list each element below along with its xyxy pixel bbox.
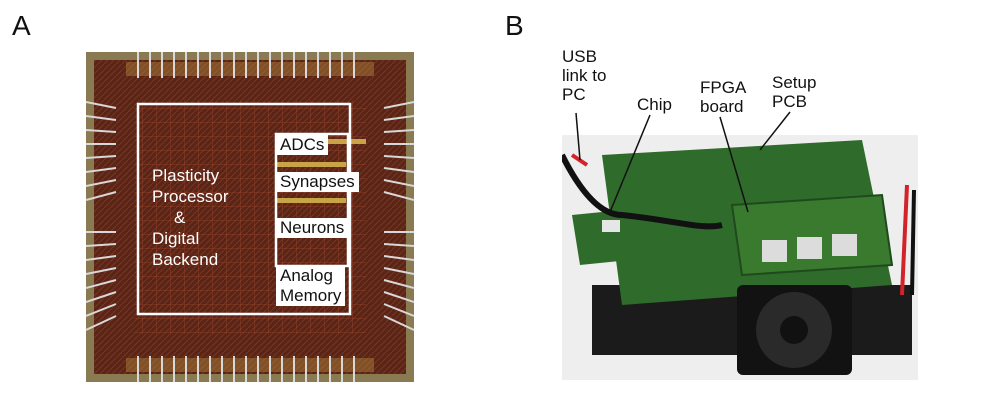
usb-callout-line: PC	[562, 85, 586, 104]
panel-label-b: B	[505, 10, 524, 41]
usb-callout-line: link to	[562, 66, 607, 85]
usb-callout-line: USB	[562, 47, 597, 66]
core-label-line: Backend	[152, 250, 219, 269]
analog-memory-line: Memory	[280, 286, 342, 305]
fpga-board-callout: FPGA board	[700, 78, 746, 116]
synapses-label: Synapses	[276, 172, 359, 192]
setup-callout-line: Setup	[772, 73, 817, 92]
neurons-label: Neurons	[276, 218, 349, 238]
core-label-line: &	[174, 208, 186, 227]
chip-die-photo	[86, 52, 414, 382]
analog-memory-label: Analog Memory	[276, 266, 346, 306]
chip-callout: Chip	[637, 95, 672, 114]
usb-link-callout: USB link to PC	[562, 47, 606, 104]
panel-label-a: A	[12, 10, 31, 41]
core-label-line: Processor	[152, 187, 229, 206]
fpga-callout-line: FPGA	[700, 78, 747, 97]
setup-callout-line: PCB	[772, 92, 807, 111]
setup-photo	[562, 135, 918, 380]
analog-memory-line: Analog	[280, 266, 333, 285]
fpga-callout-line: board	[700, 97, 744, 116]
setup-pcb-callout: Setup PCB	[772, 73, 816, 111]
core-label-line: Plasticity	[152, 166, 220, 185]
adcs-label: ADCs	[276, 135, 329, 155]
plasticity-processor-label: Plasticity Processor & Digital Backend	[152, 165, 262, 270]
core-label-line: Digital	[152, 229, 200, 248]
